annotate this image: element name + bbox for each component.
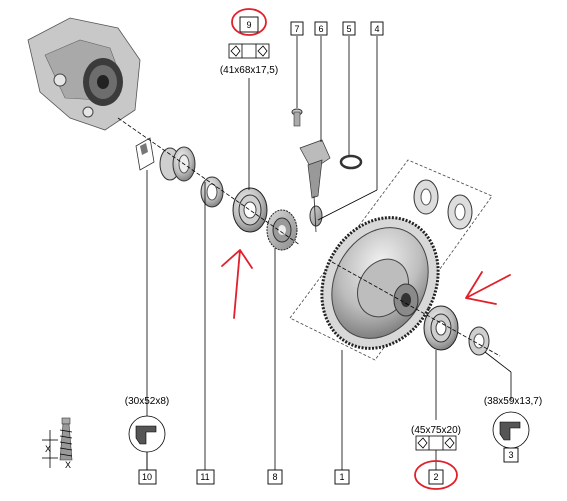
bolt-tool-icon xyxy=(42,417,73,468)
seal-5-part xyxy=(339,154,363,170)
differential-group-outline xyxy=(289,159,493,361)
callout-11: 11 xyxy=(196,469,215,485)
red-circle-callout-2 xyxy=(414,460,458,490)
bearing-9-part xyxy=(232,187,268,233)
washer-part xyxy=(200,176,224,208)
callout-3: 3 xyxy=(503,447,519,463)
red-arrow-left xyxy=(221,249,253,319)
seal-profile-icon-10 xyxy=(128,415,166,470)
pinion-shaft-6-part xyxy=(299,139,331,233)
diff-washers-part xyxy=(413,179,473,230)
svg-text:11: 11 xyxy=(200,472,209,482)
callout-6: 6 xyxy=(314,21,328,36)
callout-1: 1 xyxy=(334,469,350,485)
svg-text:6: 6 xyxy=(318,24,323,34)
svg-text:2: 2 xyxy=(433,472,438,482)
svg-text:7: 7 xyxy=(294,24,299,34)
seal-11-part xyxy=(159,146,196,182)
seal-3-part xyxy=(468,326,490,356)
svg-text:8: 8 xyxy=(272,472,277,482)
bearing-symbol-2 xyxy=(415,435,457,470)
bearing-symbol-9 xyxy=(228,43,270,59)
callout-2: 2 xyxy=(428,469,444,485)
svg-text:10: 10 xyxy=(142,472,152,482)
tool-letter-x-1: X xyxy=(45,444,51,454)
callout-7: 7 xyxy=(290,21,304,36)
dimension-label-seal-10: (30x52x8) xyxy=(125,396,169,407)
leader-lines xyxy=(117,36,512,470)
svg-text:5: 5 xyxy=(346,24,351,34)
seal-10-part xyxy=(135,137,155,171)
tool-letter-x-2: X xyxy=(65,460,71,470)
red-highlights xyxy=(221,8,511,490)
callout-9: 9 xyxy=(239,16,259,33)
svg-text:3: 3 xyxy=(508,450,513,460)
callout-8: 8 xyxy=(267,469,283,485)
gear-8-part xyxy=(266,209,298,251)
red-circle-callout-9 xyxy=(231,8,267,36)
bearing-2-part xyxy=(423,305,459,351)
dimension-label-seal-3: (38x59x13,7) xyxy=(484,396,542,407)
callout-10: 10 xyxy=(138,469,157,485)
seal-profile-icon-3 xyxy=(492,411,530,449)
callout-4: 4 xyxy=(370,21,384,36)
gearbox-housing-image xyxy=(27,17,141,131)
dimension-label-bearing-2: (45x75x20) xyxy=(411,425,461,436)
differential-1-part xyxy=(320,216,440,350)
dimension-label-bearing-9: (41x68x17,5) xyxy=(220,65,278,76)
svg-text:9: 9 xyxy=(246,20,251,30)
svg-text:1: 1 xyxy=(339,472,344,482)
callout-5: 5 xyxy=(342,21,356,36)
bolt-7-part xyxy=(291,108,303,127)
svg-text:4: 4 xyxy=(374,24,379,34)
red-arrow-right xyxy=(465,271,511,305)
